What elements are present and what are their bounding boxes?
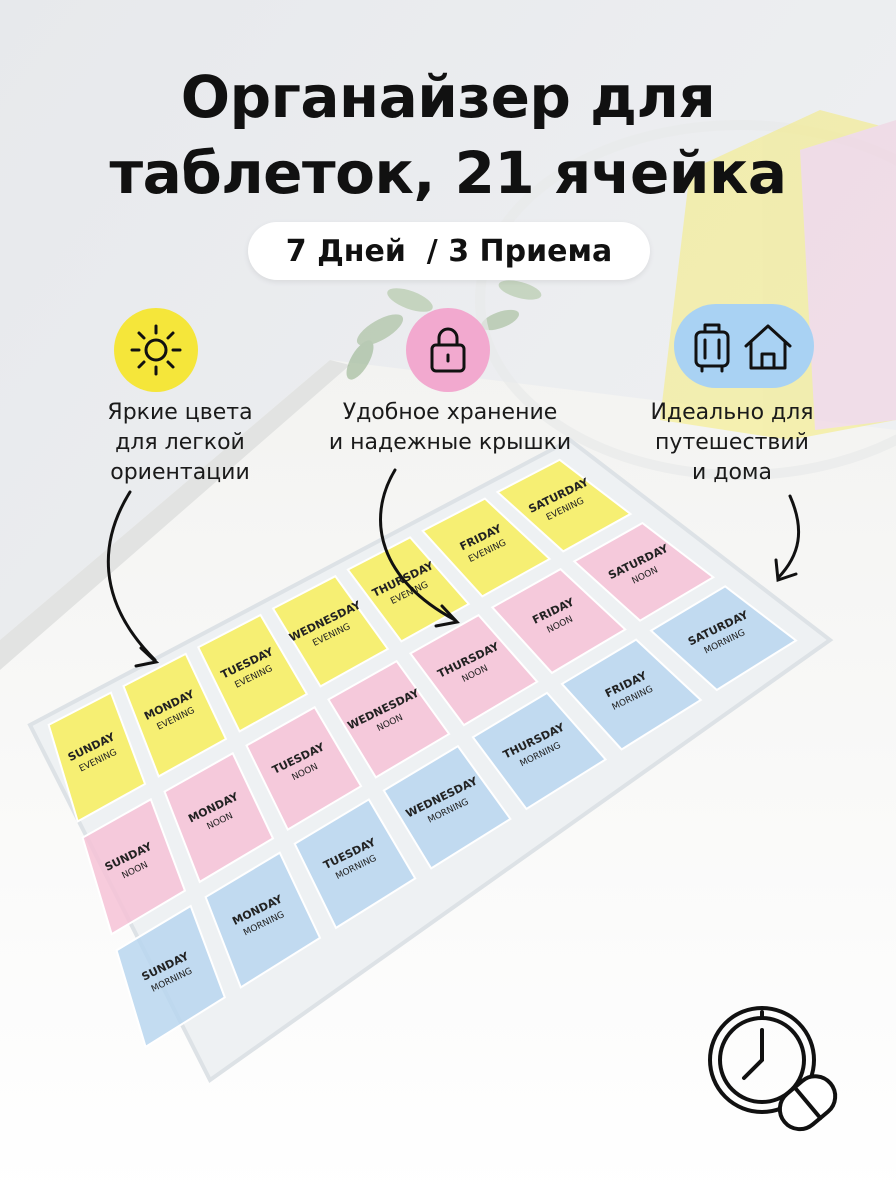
compartment-thursday-noon	[408, 613, 539, 727]
arrow-left-head	[134, 646, 160, 668]
compartment-monday-morning	[204, 851, 322, 989]
pill-organizer: SUNDAYEVENINGMONDAYEVENINGTUESDAYEVENING…	[27, 437, 834, 1083]
feature-travel: Идеально для путешествий и дома	[612, 398, 852, 488]
page-title-line2: таблеток, 21 ячейка	[109, 139, 787, 207]
sun-icon	[114, 308, 198, 392]
suitcase-home-icon	[674, 304, 814, 388]
feature-line: Идеально для	[650, 400, 814, 425]
feature-line: путешествий	[655, 430, 809, 455]
feature-line: Удобное хранение	[342, 400, 558, 425]
arrow-right-head	[774, 558, 798, 583]
compartment-sunday-morning	[115, 904, 227, 1049]
feature-bright-colors: Яркие цвета для легкой ориентации	[40, 398, 320, 488]
compartment-wednesday-evening	[271, 574, 390, 688]
lock-icon	[406, 308, 490, 392]
compartment-wednesday-noon	[327, 659, 451, 779]
compartment-wednesday-morning	[382, 744, 512, 870]
feature-line: для легкой	[115, 430, 245, 455]
page-title-line1: Органайзер для	[180, 63, 716, 131]
feature-line: и дома	[691, 460, 773, 485]
compartment-friday-evening	[421, 497, 552, 598]
compartment-tuesday-morning	[293, 798, 417, 930]
feature-line: ориентации	[110, 460, 250, 485]
arrow-right	[776, 494, 801, 580]
compartment-thursday-evening	[346, 536, 471, 643]
compartment-sunday-evening	[47, 691, 147, 823]
compartment-tuesday-evening	[196, 613, 309, 733]
compartment-thursday-morning	[471, 691, 608, 811]
compartment-monday-evening	[122, 652, 228, 778]
compartment-saturday-noon	[572, 521, 716, 622]
compartment-friday-noon	[490, 567, 627, 675]
arrow-middle	[379, 468, 457, 622]
plant-leaves	[346, 280, 542, 380]
compartment-friday-morning	[560, 638, 703, 751]
feature-line: Яркие цвета	[107, 400, 253, 425]
compartment-tuesday-noon	[245, 705, 363, 832]
compartment-sunday-noon	[81, 797, 187, 936]
arrow-middle-head	[434, 604, 460, 628]
pointer-arrows	[106, 468, 801, 668]
compartment-saturday-evening	[495, 458, 633, 553]
feature-storage: Удобное хранение и надежные крышки	[290, 398, 610, 458]
compartment-saturday-morning	[649, 585, 798, 692]
arrow-left	[106, 490, 157, 662]
feature-line: и надежные крышки	[328, 430, 572, 455]
clock-pill-icon	[708, 1006, 838, 1132]
days-badge: 7 Дней / 3 Приема	[248, 222, 650, 280]
compartment-monday-noon	[163, 751, 275, 884]
days-badge-label: 7 Дней / 3 Приема	[285, 233, 613, 269]
